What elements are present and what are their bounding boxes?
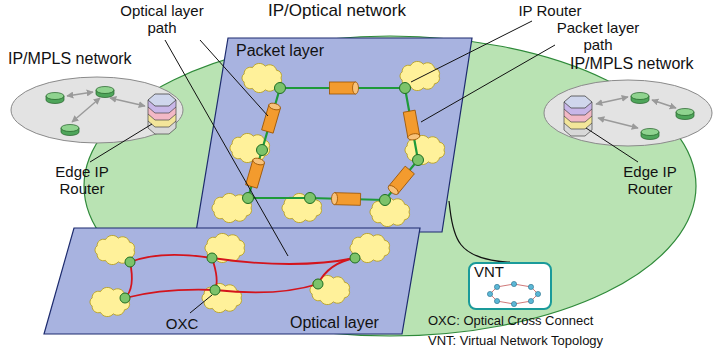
vnt-dot — [535, 291, 540, 296]
node-label: VNT — [474, 263, 504, 280]
leader-line — [411, 21, 532, 82]
ip-mpls-network: IP/MPLS network — [535, 55, 718, 150]
layer-plane — [44, 228, 420, 334]
callout-label: IP Router — [510, 2, 590, 19]
ip-router — [305, 193, 316, 204]
ip-router — [275, 83, 286, 94]
vnt-dot — [528, 298, 533, 303]
node-label: Optical layer — [290, 314, 379, 332]
optical-link — [130, 255, 212, 262]
callout-label: Edge IP Router — [610, 163, 690, 197]
mpls-router — [96, 87, 114, 98]
domain-cloud — [205, 233, 245, 262]
mpls-link — [652, 100, 676, 108]
packet-path — [248, 88, 418, 200]
optical-path-pipe — [403, 110, 420, 141]
network-cloud — [11, 77, 183, 143]
optical-path-pipe — [387, 166, 415, 196]
oxc-node — [120, 293, 130, 303]
ip-router — [400, 83, 411, 94]
domain-cloud — [90, 287, 130, 316]
leader-connector — [449, 201, 510, 262]
network-cloud — [544, 80, 712, 146]
callout-label: Optical layer path — [112, 2, 212, 36]
mpls-link — [72, 98, 100, 122]
vnt-box: VNT — [468, 262, 552, 310]
oxc-node — [125, 257, 135, 267]
vnt-ring — [490, 284, 538, 304]
oxc-node — [207, 253, 217, 263]
optical-link — [215, 284, 318, 292]
mpls-link — [596, 97, 628, 104]
callout-label: OXC — [160, 315, 204, 332]
leader-line — [200, 40, 268, 116]
vnt-dot — [494, 284, 499, 289]
optical-path-pipe — [246, 157, 266, 188]
vnt-dot — [528, 284, 533, 289]
abbreviation-note: OXC: Optical Cross Connect — [428, 313, 688, 328]
domain-cloud — [350, 233, 390, 262]
optical-link — [125, 290, 215, 298]
layer-plane — [196, 38, 472, 232]
leader-line — [586, 128, 638, 162]
mpls-router — [61, 125, 79, 136]
leader-line — [165, 40, 288, 256]
vnt-dot — [494, 298, 499, 303]
vnt-dot — [487, 291, 492, 296]
mpls-router — [641, 129, 659, 140]
vnt-frame — [469, 263, 551, 309]
callout-label: Packet layer path — [548, 19, 648, 53]
mpls-router — [631, 93, 649, 104]
ip-router — [413, 155, 424, 166]
node-label: Packet layer — [236, 42, 324, 60]
node-label: IP/MPLS network — [8, 50, 132, 68]
leader-line — [90, 124, 152, 162]
mpls-link — [110, 98, 145, 106]
vnt-dot — [511, 281, 516, 286]
optical-link — [212, 258, 355, 264]
diagram-title: IP/Optical network — [252, 1, 422, 20]
optical-path-pipe — [331, 193, 360, 206]
oxc-node — [350, 253, 360, 263]
mpls-link — [67, 92, 93, 96]
oxc-node — [210, 285, 220, 295]
mpls-link — [598, 118, 638, 128]
domain-cloud — [310, 275, 350, 304]
ip-router — [380, 195, 391, 206]
callout-label: Edge IP Router — [42, 163, 122, 197]
leader-line — [190, 295, 212, 313]
mpls-router — [46, 93, 64, 104]
ip-router — [257, 145, 268, 156]
optical-link — [318, 258, 355, 284]
edge-router — [564, 96, 592, 136]
optical-path-pipe — [262, 102, 282, 133]
ip-router — [243, 193, 254, 204]
optical-path-pipe — [330, 82, 359, 94]
edge-router — [148, 94, 176, 134]
leader-line — [421, 45, 555, 122]
mpls-router — [676, 109, 694, 120]
abbreviation-note: VNT: Virtual Network Topology — [428, 333, 688, 348]
node-label: IP/MPLS network — [570, 55, 694, 73]
vnt-dot — [511, 301, 516, 306]
domain-cloud — [230, 133, 270, 162]
oxc-node — [313, 279, 323, 289]
